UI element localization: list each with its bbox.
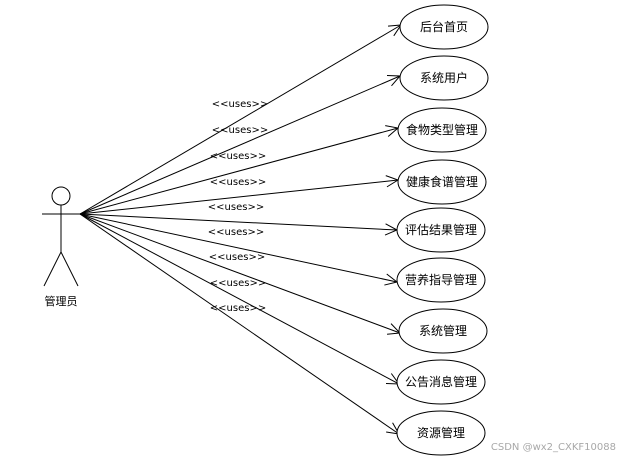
use-case-2[interactable]: 食物类型管理 [397,107,487,153]
use-case-7[interactable]: 公告消息管理 [396,359,486,405]
association-line [79,213,398,231]
association-line [79,213,398,283]
association-line [79,24,402,215]
association-layer: <<uses>> <<uses>> <<uses>> <<uses>> <<uses>>… [79,24,402,435]
use-case-label: 健康食谱管理 [406,174,478,189]
use-case-label: 公告消息管理 [405,374,477,389]
use-case-label: 食物类型管理 [406,122,478,137]
use-case-label: 评估结果管理 [405,222,477,237]
association-line [79,75,401,215]
stereotype-label: <<uses>> [210,177,266,188]
use-case-label: 系统用户 [420,70,468,85]
association-line [79,179,399,215]
use-case-1[interactable]: 系统用户 [399,55,489,101]
use-case-5[interactable]: 营养指导管理 [396,257,486,303]
stereotype-label: <<uses>> [212,125,268,136]
actor-name: 管理员 [45,294,78,308]
use-case-label: 后台首页 [420,19,468,34]
use-case-8[interactable]: 资源管理 [396,410,486,456]
association-line [79,213,400,385]
use-case-0[interactable]: 后台首页 [399,4,489,50]
watermark: CSDN @wx2_CXKF10088 [491,442,616,453]
stereotype-label: <<uses>> [210,278,266,289]
stereotype-label: <<uses>> [209,252,265,263]
use-case-4[interactable]: 评估结果管理 [396,207,486,253]
association-line [79,127,399,215]
association-line [79,213,401,334]
stereotype-label: <<uses>> [210,151,266,162]
use-case-label: 系统管理 [419,323,467,338]
stereotype-label: <<uses>> [208,227,264,238]
stereotype-label: <<uses>> [210,303,266,314]
use-case-label: 资源管理 [417,425,465,440]
use-case-6[interactable]: 系统管理 [398,308,488,354]
association-line [79,213,400,435]
use-case-3[interactable]: 健康食谱管理 [397,159,487,205]
stereotype-label: <<uses>> [208,202,264,213]
actor-figure [42,186,80,287]
stereotype-label: <<uses>> [212,99,268,110]
use-case-label: 营养指导管理 [405,272,477,287]
